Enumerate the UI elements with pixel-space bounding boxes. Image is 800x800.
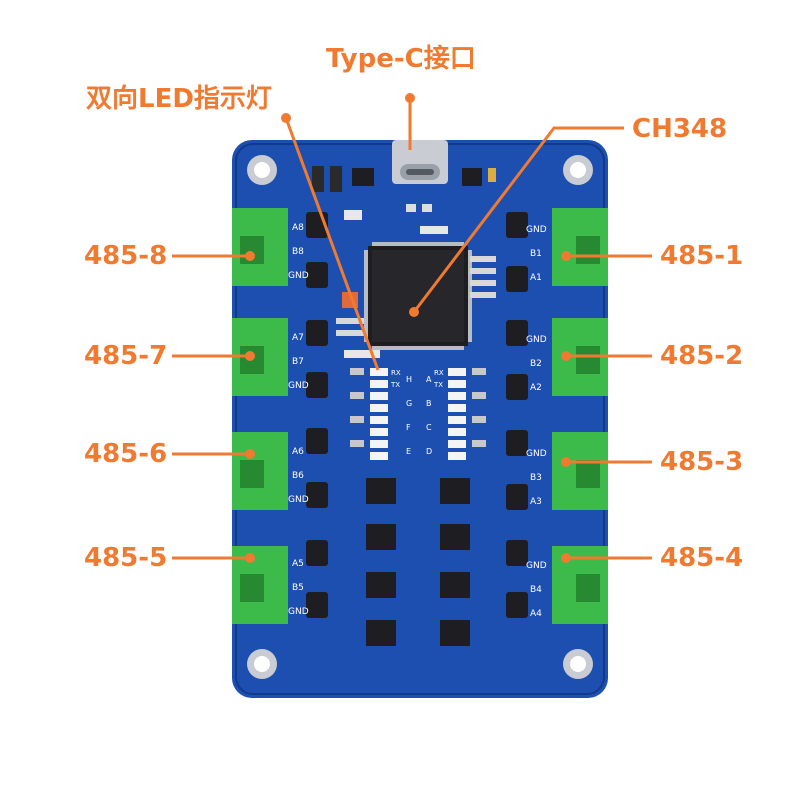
callout-lines	[172, 93, 652, 563]
led-group-label: D	[426, 447, 432, 456]
callout-line-chip	[412, 126, 624, 313]
pin-labels-right: GND B1 A1 GND B2 A2 GND B3 A3 GND B4 A4	[526, 225, 547, 619]
pin-label: B7	[292, 357, 304, 367]
pin-label: A1	[530, 273, 542, 283]
transceiver-chips	[366, 478, 470, 646]
callout-port-7: 485-7	[84, 341, 168, 371]
pin-label: A2	[530, 383, 542, 393]
led-array-left	[350, 368, 388, 460]
pin-label: B1	[530, 249, 542, 259]
callout-line-led	[284, 117, 380, 371]
pin-label: A3	[530, 497, 542, 507]
mounting-holes	[247, 155, 593, 679]
pin-label: A5	[292, 559, 304, 569]
pin-label: A6	[292, 447, 304, 457]
led-group-label: E	[406, 447, 411, 456]
chip-passives	[336, 226, 496, 358]
pin-label: B8	[292, 247, 304, 257]
pin-label: B6	[292, 471, 304, 481]
pin-label: B5	[292, 583, 304, 593]
pin-label: GND	[526, 335, 547, 345]
callout-port-6: 485-6	[84, 439, 168, 469]
callout-port-2: 485-2	[660, 341, 744, 371]
led-array-right	[448, 368, 486, 460]
led-row-label: RX	[391, 369, 401, 377]
led-group-label: C	[426, 423, 432, 432]
pin-label: GND	[288, 271, 309, 281]
pin-label: GND	[526, 449, 547, 459]
pin-label: B2	[530, 359, 542, 369]
pin-label: B3	[530, 473, 542, 483]
pin-label: B4	[530, 585, 542, 595]
callout-port-8: 485-8	[84, 241, 168, 271]
led-row-label: RX	[434, 369, 444, 377]
callout-port-1: 485-1	[660, 241, 744, 271]
led-row-label: TX	[433, 381, 443, 389]
pin-label: GND	[526, 561, 547, 571]
led-group-label: F	[406, 423, 411, 432]
callout-chip: CH348	[632, 114, 728, 144]
pin-label: A8	[292, 223, 304, 233]
protection-diodes	[306, 212, 528, 618]
top-components	[312, 166, 496, 220]
pin-label: GND	[288, 607, 309, 617]
callout-usb-c: Type-C接口	[326, 44, 476, 74]
led-group-label: B	[426, 399, 432, 408]
led-silkscreen: H G F E A B C D RX TX RX TX	[390, 369, 444, 456]
pin-label: A4	[530, 609, 542, 619]
led-group-label: A	[426, 375, 432, 384]
callout-led: 双向LED指示灯	[86, 84, 272, 114]
led-group-label: H	[406, 375, 412, 384]
pin-label: GND	[526, 225, 547, 235]
pin-label: GND	[288, 495, 309, 505]
pin-labels-left: A8 B8 GND A7 B7 GND A6 B6 GND A5 B5 GND	[288, 223, 309, 617]
callout-port-4: 485-4	[660, 543, 744, 573]
usb-c-connector	[392, 140, 448, 184]
led-group-label: G	[406, 399, 412, 408]
led-row-label: TX	[390, 381, 400, 389]
callout-port-3: 485-3	[660, 447, 744, 477]
callout-port-5: 485-5	[84, 543, 168, 573]
pin-label: A7	[292, 333, 304, 343]
pin-label: GND	[288, 381, 309, 391]
ch348-chip	[364, 242, 472, 350]
